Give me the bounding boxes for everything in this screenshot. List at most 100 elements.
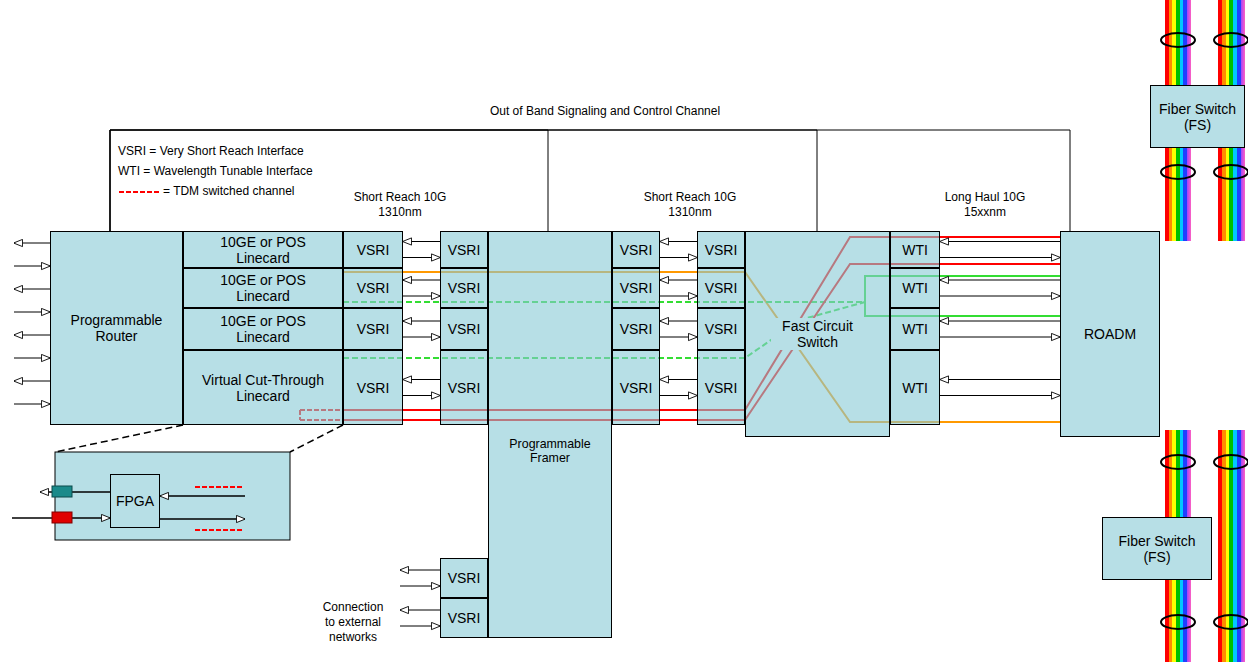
- router-io-arrow: [14, 243, 50, 244]
- node-label: VSRI: [355, 380, 392, 396]
- vsri-box: VSRI: [343, 268, 403, 308]
- external-io-arrow: [400, 626, 440, 627]
- router-box: Programmable Router: [50, 231, 183, 425]
- wti-box: WTI: [890, 350, 940, 425]
- fiber-loop: [1161, 455, 1195, 469]
- link-arrow: [403, 337, 440, 338]
- vsri-box: VSRI: [440, 268, 488, 308]
- link-arrow: [940, 379, 1060, 380]
- fiber-loop: [1161, 33, 1195, 47]
- node-label: VSRI: [355, 280, 392, 296]
- roadm-box: ROADM: [1060, 231, 1160, 437]
- fiber-loop: [1161, 165, 1195, 179]
- external-io-arrow: [400, 570, 440, 571]
- annotation-label: Short Reach 10G 1310nm: [635, 190, 745, 220]
- port-marker: [52, 486, 72, 497]
- link-arrow: [940, 257, 1060, 258]
- node-label: VSRI: [448, 610, 481, 626]
- link-arrow: [403, 257, 440, 258]
- vsri-box: VSRI: [697, 268, 745, 308]
- legend-sample: [119, 191, 159, 193]
- link-arrow: [660, 241, 697, 242]
- link-arrow: [940, 280, 1060, 281]
- framer-box: Programmable Framer: [488, 231, 612, 638]
- link-arrow: [403, 280, 440, 281]
- annotation-label: Short Reach 10G 1310nm: [345, 190, 455, 220]
- router-io-arrow: [14, 266, 50, 267]
- node-label: VSRI: [618, 380, 655, 396]
- vsri-box: VSRI: [343, 308, 403, 350]
- node-label: VSRI: [703, 242, 740, 258]
- tdm-channel: [195, 487, 242, 530]
- router-io-arrow: [14, 335, 50, 336]
- link-arrow: [403, 296, 440, 297]
- link-arrow: [660, 321, 697, 322]
- control-channel-line: [110, 130, 817, 231]
- node-label: VSRI: [448, 570, 481, 586]
- node-label: WTI: [900, 380, 930, 396]
- linecard-box: 10GE or POS Linecard: [183, 268, 343, 308]
- vsri-box: VSRI: [612, 308, 660, 350]
- port-marker: [52, 512, 72, 523]
- external-io-arrow: [400, 570, 440, 626]
- wti-box: WTI: [890, 308, 940, 350]
- vsri-box: VSRI: [612, 231, 660, 268]
- vsri-box: VSRI: [612, 268, 660, 308]
- node-label: VSRI: [446, 280, 483, 296]
- link-arrow: [940, 395, 1060, 396]
- fiber-loop: [1161, 615, 1195, 629]
- control-channel-line: [110, 130, 548, 231]
- control-channel-line: [110, 130, 1070, 231]
- router-io-arrow: [14, 358, 50, 359]
- node-label: Fast Circuit Switch: [771, 318, 865, 350]
- node-label: VSRI: [703, 380, 740, 396]
- vsri-box: VSRI: [697, 231, 745, 268]
- node-label: 10GE or POS Linecard: [196, 272, 331, 304]
- vsri-box: VSRI: [440, 231, 488, 268]
- annotation-label: VSRI = Very Short Reach Interface: [118, 144, 304, 159]
- link-arrow: [403, 241, 440, 242]
- fiber-loop: [1214, 615, 1248, 629]
- legend-label: = TDM switched channel: [163, 184, 295, 199]
- link-arrow: [660, 296, 697, 297]
- vsri-box: VSRI: [697, 308, 745, 350]
- fpga-io-arrow: [160, 518, 245, 520]
- link-arrow: [660, 395, 697, 396]
- node-label: Fiber Switch (FS): [1115, 533, 1200, 565]
- vsri-box: VSRI: [697, 350, 745, 425]
- node-label: VSRI: [618, 280, 655, 296]
- fpga-io-arrow: [160, 495, 245, 497]
- node-label: WTI: [900, 242, 930, 258]
- router-io-arrow: [14, 404, 50, 405]
- link-arrow: [940, 337, 1060, 338]
- node-label: 10GE or POS Linecard: [196, 234, 331, 266]
- node-label: WTI: [900, 280, 930, 296]
- fiber-loop: [1214, 455, 1248, 469]
- linecard-detail-callout: [55, 425, 343, 540]
- router-io-arrow: [14, 312, 50, 313]
- vsri-box: VSRI: [440, 350, 488, 425]
- linecard-box: 10GE or POS Linecard: [183, 308, 343, 350]
- link-arrow: [403, 321, 440, 322]
- link-arrow: [660, 379, 697, 380]
- linecard-box: Virtual Cut-Through Linecard: [183, 350, 343, 425]
- fiber-switch-box: Fiber Switch (FS): [1102, 517, 1212, 580]
- legend-item: = TDM switched channel: [118, 184, 295, 199]
- annotation-label: Connection to external networks: [318, 600, 388, 645]
- node-label: VSRI: [446, 380, 483, 396]
- fpga-io-arrow: [40, 491, 110, 493]
- link-arrow: [403, 379, 440, 380]
- link-arrow: [403, 395, 440, 396]
- node-label: Fiber Switch (FS): [1155, 101, 1240, 133]
- node-label: Programmable Router: [58, 312, 176, 344]
- fiber-loop: [1214, 33, 1248, 47]
- vsri-box: VSRI: [343, 231, 403, 268]
- vsri-box: VSRI: [440, 558, 488, 598]
- fiber-loop: [1214, 165, 1248, 179]
- node-label: VSRI: [703, 280, 740, 296]
- node-label: Virtual Cut-Through Linecard: [194, 372, 333, 404]
- wti-box: WTI: [890, 268, 940, 308]
- link-arrow: [940, 321, 1060, 322]
- node-label: VSRI: [355, 242, 392, 258]
